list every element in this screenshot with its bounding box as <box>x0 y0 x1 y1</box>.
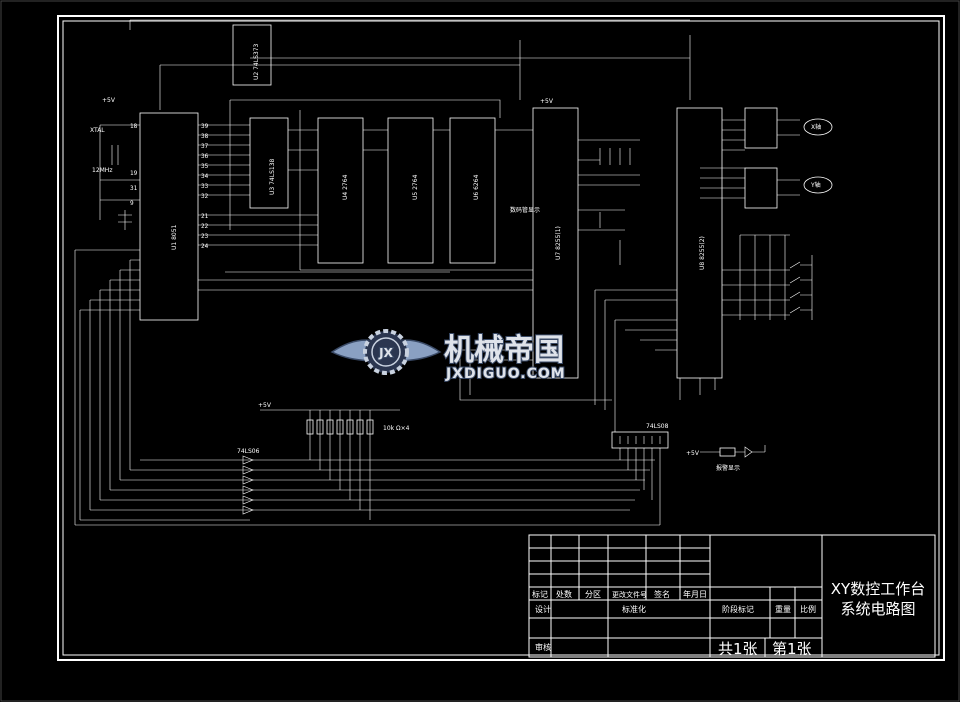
motor-y-label: Y轴 <box>810 181 821 189</box>
svg-text:32: 32 <box>201 193 209 200</box>
tb-sheets-total: 共1张 <box>718 640 758 658</box>
tb-header-count: 处数 <box>556 589 572 599</box>
buffer-gates: 74LS06 <box>237 448 260 515</box>
decoder-chip <box>249 117 289 209</box>
eprom-a-chip <box>317 117 364 264</box>
eprom-b-label: U5 2764 <box>412 174 419 200</box>
crystal-circuit: XTAL 12MHz +5V <box>90 97 140 230</box>
watermark: JX 机械帝国 JXDIGUO.COM <box>330 329 566 383</box>
svg-text:36: 36 <box>201 153 209 160</box>
tb-weight-label: 重量 <box>775 604 791 614</box>
svg-text:37: 37 <box>201 143 209 150</box>
watermark-brand-cn: 机械帝国 <box>444 333 564 368</box>
svg-text:34: 34 <box>201 173 209 180</box>
latch-chip <box>232 24 272 86</box>
decoder-label: U3 74LS138 <box>269 158 276 195</box>
eprom-b-chip <box>387 117 434 264</box>
drawing-title-line1: XY数控工作台 <box>831 580 925 598</box>
tb-sheet-current: 第1张 <box>772 640 812 658</box>
ppi-a-chip <box>532 107 579 379</box>
ppi-b-chip <box>676 107 723 379</box>
svg-text:19: 19 <box>130 170 138 177</box>
ppi-b-label: U8 8255(2) <box>699 236 706 270</box>
display-note: 数码管显示 <box>510 206 540 214</box>
tb-header-sign: 签名 <box>654 589 670 599</box>
eprom-a-label: U4 2764 <box>342 174 349 200</box>
svg-text:22: 22 <box>201 223 209 230</box>
vcc-left-label: +5V <box>102 97 116 104</box>
mcu-label: U1 8051 <box>171 224 178 250</box>
svg-text:+5V: +5V <box>686 450 700 457</box>
vcc-bottom-label: +5V <box>258 402 272 409</box>
svg-text:31: 31 <box>130 185 138 192</box>
drawing-border <box>57 15 945 661</box>
latch-label: U2 74LS373 <box>253 43 260 80</box>
alarm-circuit: +5V 报警显示 <box>686 445 766 472</box>
tb-header-date: 年月日 <box>683 589 707 599</box>
ram-chip <box>449 117 496 264</box>
tb-header-change-doc: 更改文件号 <box>612 590 647 599</box>
svg-text:18: 18 <box>130 123 138 130</box>
vcc-top-label: +5V <box>540 98 554 105</box>
svg-text:33: 33 <box>201 183 209 190</box>
schematic: U1 8051 XTAL 12MHz +5V U2 74LS373 U3 74L… <box>74 19 833 526</box>
svg-text:23: 23 <box>201 233 209 240</box>
tb-header-mark: 标记 <box>532 589 548 599</box>
inner-border <box>62 20 940 656</box>
tb-review-label: 审核 <box>535 642 551 652</box>
svg-text:38: 38 <box>201 133 209 140</box>
drawing-title-line2: 系统电路图 <box>840 600 915 618</box>
limit-switches <box>722 234 813 320</box>
tb-standardize-label: 标准化 <box>622 604 646 614</box>
buffer-label: 74LS06 <box>237 448 260 455</box>
tb-scale-label: 比例 <box>800 604 816 614</box>
svg-text:21: 21 <box>201 213 209 220</box>
mcu-chip <box>139 112 199 321</box>
svg-text:9: 9 <box>130 200 134 207</box>
watermark-url: JXDIGUO.COM <box>445 366 566 382</box>
tb-header-zone: 分区 <box>585 590 601 599</box>
svg-text:35: 35 <box>201 163 209 170</box>
title-block: 标记 处数 分区 更改文件号 签名 年月日 设计 标准化 审核 阶段标记 重量 … <box>528 534 936 658</box>
resistor-note: 10k Ω×4 <box>383 425 410 432</box>
svg-text:24: 24 <box>201 243 209 250</box>
seven-seg-display: 74LS08 <box>611 423 669 525</box>
display-label: 74LS08 <box>646 423 669 430</box>
svg-text:39: 39 <box>201 123 209 130</box>
tb-design-label: 设计 <box>535 604 551 614</box>
logo-letters: JX <box>378 346 393 360</box>
svg-text:XTAL: XTAL <box>90 127 105 134</box>
ppi-a-label: U7 8255(1) <box>555 226 562 260</box>
ram-label: U6 6264 <box>473 174 480 200</box>
alarm-note: 报警显示 <box>716 464 740 472</box>
crystal-label: 12MHz <box>92 167 112 174</box>
motor-x-label: X轴 <box>811 123 821 131</box>
resistor-network: 10k Ω×4 +5V <box>258 402 410 520</box>
tb-stage-mark-label: 阶段标记 <box>722 604 754 614</box>
motor-drivers: X轴 Y轴 <box>700 107 833 209</box>
